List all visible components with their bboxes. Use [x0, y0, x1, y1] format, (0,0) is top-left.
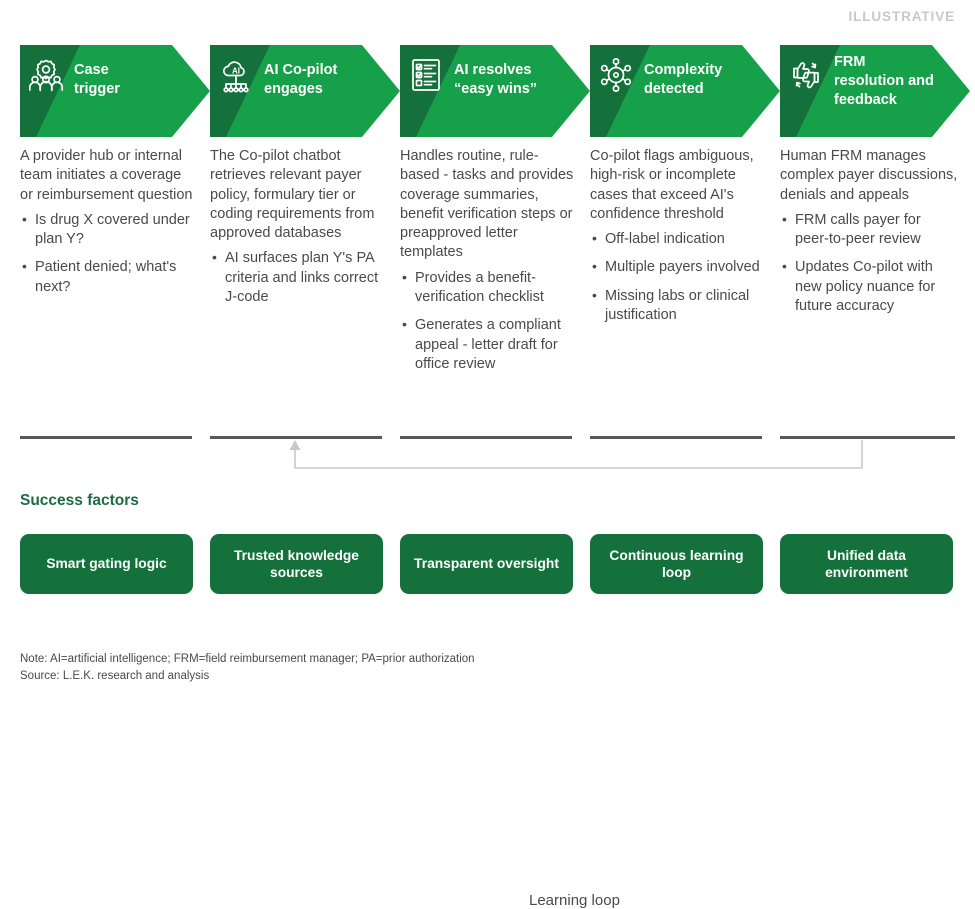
column-lead-text: A provider hub or internal team initiate… — [20, 148, 193, 203]
success-factor-box[interactable]: Trusted knowledge sources — [210, 534, 383, 594]
arrow-banner-frm-resolution-and-feedback[interactable]: FRM resolution and feedback — [780, 45, 970, 137]
learning-loop-label: Learning loop — [520, 893, 629, 908]
list-item: Generates a compliant appeal - letter dr… — [400, 315, 578, 374]
process-column-ai-copilot-engages: AI AI Co-pilot engage — [210, 45, 400, 383]
arrow-title-line1: Case — [74, 62, 109, 78]
column-bullet-list: AI surfaces plan Y's PA criteria and lin… — [210, 248, 388, 307]
column-divider-4 — [590, 436, 762, 439]
arrow-title-line2: resolution and — [834, 73, 934, 90]
footer: Note: AI=artificial intelligence; FRM=fi… — [20, 651, 475, 684]
footer-note: Note: AI=artificial intelligence; FRM=fi… — [20, 653, 475, 665]
list-item: Is drug X covered under plan Y? — [20, 210, 198, 250]
column-divider-1 — [20, 436, 192, 439]
arrow-title-ai-copilot-engages: AI Co-pilot engages — [264, 61, 382, 99]
illustrative-tag: ILLUSTRATIVE — [848, 9, 955, 24]
list-item: Patient denied; what's next? — [20, 257, 198, 297]
list-item: Multiple payers involved — [590, 257, 768, 277]
arrow-title-line2: “easy wins” — [454, 81, 538, 98]
column-lead-text: The Co-pilot chatbot retrieves relevant … — [210, 148, 375, 242]
arrow-title-line1: FRM — [834, 54, 866, 70]
column-divider-5 — [780, 436, 955, 439]
arrow-banner-ai-copilot-engages[interactable]: AI AI Co-pilot engage — [210, 45, 400, 137]
arrow-title-line1: Complexity — [644, 62, 723, 78]
footer-source: Source: L.E.K. research and analysis — [20, 669, 210, 682]
list-item: Off-label indication — [590, 229, 768, 249]
success-factors-row: Smart gating logic Trusted knowledge sou… — [20, 534, 955, 594]
process-column-complexity-detected: Complexity detected Co-pilot flags ambig… — [590, 45, 780, 383]
arrow-title-frm-resolution-and-feedback: FRM resolution and feedback — [834, 53, 952, 110]
arrow-title-line1: AI Co-pilot — [264, 62, 338, 78]
arrow-title-line1: AI resolves — [454, 62, 532, 78]
arrow-title-ai-resolves-easy-wins: AI resolves “easy wins” — [454, 61, 572, 99]
arrow-title-line2: engages — [264, 81, 323, 98]
process-column-ai-resolves-easy-wins: AI resolves “easy wins” Handles routine,… — [400, 45, 590, 383]
arrow-banner-ai-resolves-easy-wins[interactable]: AI resolves “easy wins” — [400, 45, 590, 137]
column-divider-3 — [400, 436, 572, 439]
success-factor-box[interactable]: Continuous learning loop — [590, 534, 763, 594]
slide-canvas: ILLUSTRATIVE — [0, 0, 975, 701]
list-item: Updates Co-pilot with new policy nuance … — [780, 257, 958, 316]
arrow-title-line2: trigger — [74, 81, 120, 98]
success-factor-box[interactable]: Unified data environment — [780, 534, 953, 594]
process-column-case-trigger: Case trigger A provider hub or internal … — [20, 45, 210, 383]
arrow-title-complexity-detected: Complexity detected — [644, 61, 762, 99]
process-columns: Case trigger A provider hub or internal … — [20, 45, 970, 383]
arrow-title-line3: feedback — [834, 92, 897, 109]
success-factor-box[interactable]: Transparent oversight — [400, 534, 573, 594]
column-divider-2 — [210, 436, 382, 439]
process-column-frm-resolution-and-feedback: FRM resolution and feedback Human FRM ma… — [780, 45, 970, 383]
column-bullet-list: Off-label indication Multiple payers inv… — [590, 229, 768, 326]
arrow-title-case-trigger: Case trigger — [74, 61, 192, 99]
learning-loop: Learning loop — [0, 436, 975, 908]
column-bullet-list: Is drug X covered under plan Y? Patient … — [20, 210, 198, 297]
list-item: AI surfaces plan Y's PA criteria and lin… — [210, 248, 388, 307]
success-factor-box[interactable]: Smart gating logic — [20, 534, 193, 594]
list-item: Missing labs or clinical justification — [590, 286, 768, 326]
column-bullet-list: Provides a benefit-verification checklis… — [400, 268, 578, 374]
success-factors-heading: Success factors — [20, 492, 139, 509]
list-item: Provides a benefit-verification checklis… — [400, 268, 578, 308]
column-lead-text: Co-pilot flags ambiguous, high-risk or i… — [590, 148, 754, 222]
arrow-title-line2: detected — [644, 81, 704, 98]
arrow-banner-complexity-detected[interactable]: Complexity detected — [590, 45, 780, 137]
column-lead-text: Human FRM manages complex payer discussi… — [780, 148, 958, 203]
list-item: FRM calls payer for peer-to-peer review — [780, 210, 958, 250]
column-lead-text: Handles routine, rule-based - tasks and … — [400, 148, 574, 261]
column-bullet-list: FRM calls payer for peer-to-peer review … — [780, 210, 958, 316]
arrow-banner-case-trigger[interactable]: Case trigger — [20, 45, 210, 137]
